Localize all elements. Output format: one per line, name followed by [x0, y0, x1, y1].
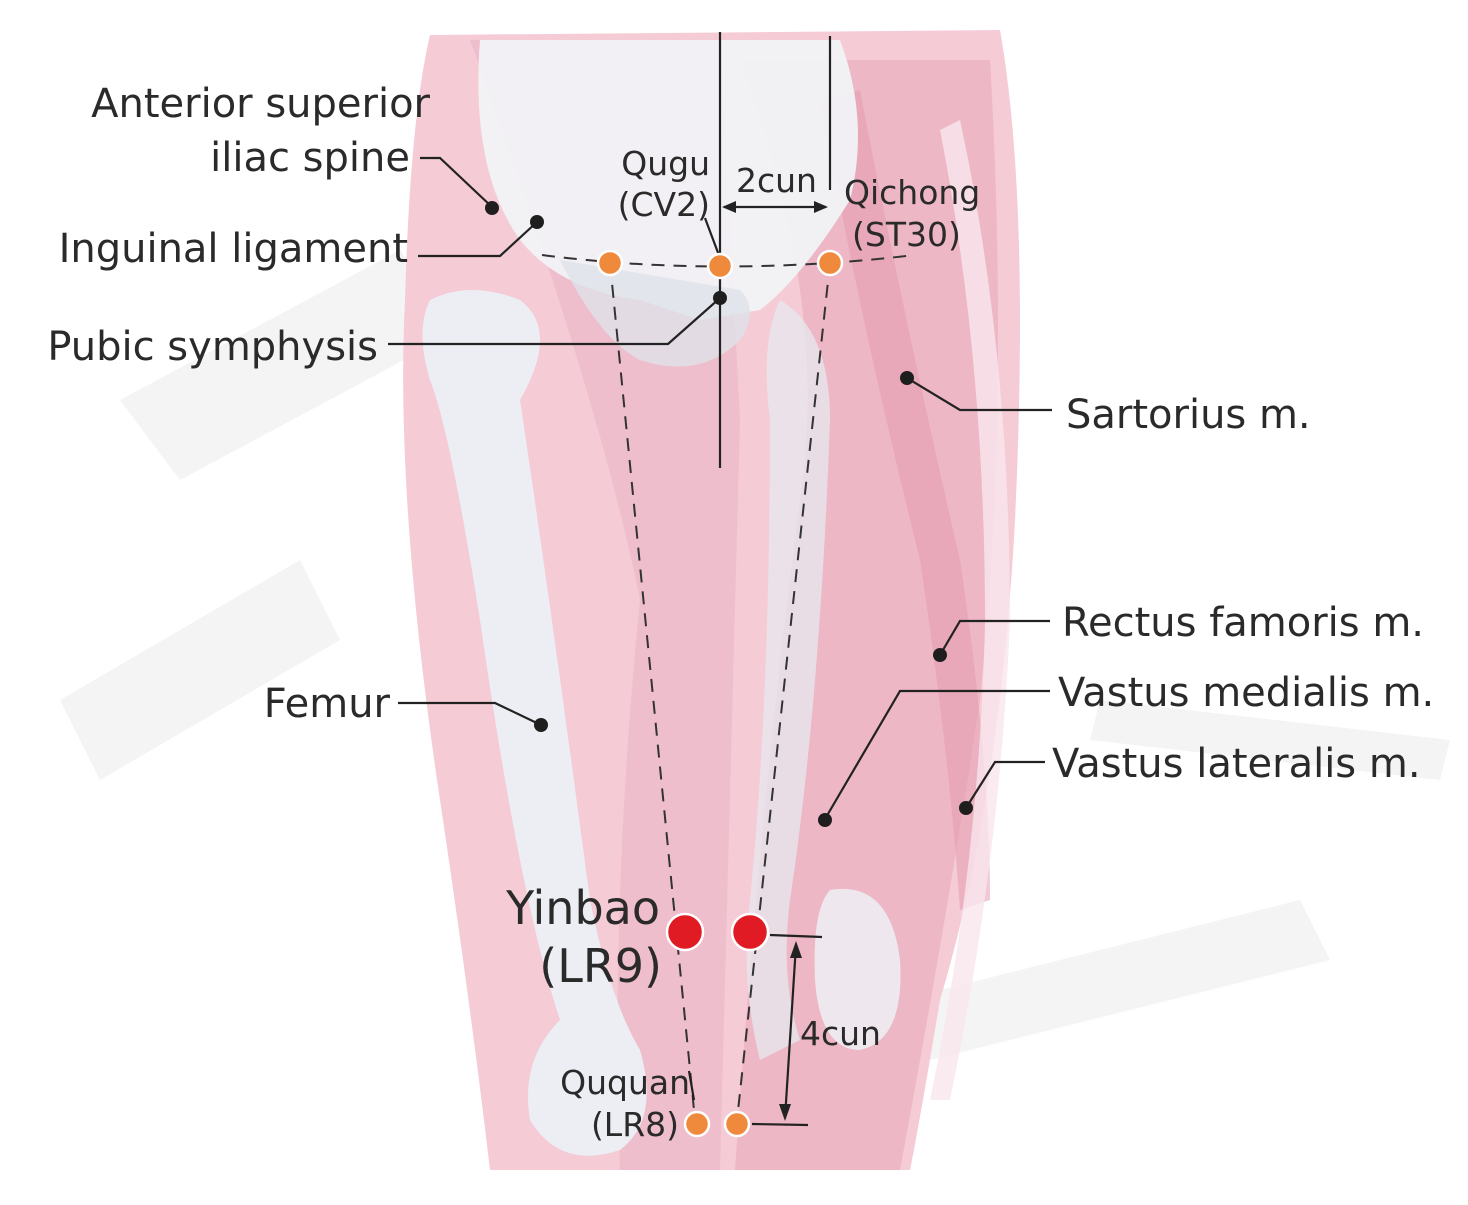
- point-qugu-cv2: [706, 252, 734, 280]
- pelvis-bone: [478, 40, 858, 320]
- right-dashed-guide: [736, 262, 831, 1121]
- point-ququan-left: [683, 1110, 711, 1138]
- rectus-anchor-dot: [933, 648, 947, 662]
- label-rectus-femoris: Rectus famoris m.: [1062, 600, 1424, 646]
- label-qichong-name: Qichong: [844, 173, 980, 212]
- label-inguinal-ligament: Inguinal ligament: [59, 226, 408, 272]
- label-ququan-code: (LR8): [591, 1105, 679, 1144]
- anchor-dots: [485, 201, 973, 827]
- measurement-2cun: 2cun: [722, 161, 828, 213]
- label-qichong-code: (ST30): [852, 215, 961, 254]
- left-dashed-guide: [609, 262, 696, 1121]
- femur-anchor-dot: [534, 718, 548, 732]
- point-yinbao-right: [730, 912, 770, 952]
- label-asis-line1: Anterior superior: [91, 81, 430, 127]
- measurement-2cun-label: 2cun: [736, 161, 817, 200]
- outer-band: [930, 120, 1010, 1100]
- label-ququan-name: Ququan: [560, 1063, 690, 1102]
- label-qugu-code: (CV2): [618, 185, 710, 224]
- point-left-st30: [596, 249, 624, 277]
- vastus-medialis-anchor-dot: [818, 813, 832, 827]
- pelvis-shadow: [560, 260, 750, 367]
- label-femur: Femur: [264, 681, 391, 727]
- right-femur-shadow: [746, 300, 830, 1060]
- point-ququan-right: [723, 1110, 751, 1138]
- label-pubic-symphysis: Pubic symphysis: [47, 324, 378, 370]
- point-yinbao-left: [665, 912, 705, 952]
- sartorius-band: [820, 90, 990, 910]
- right-thigh-muscle: [735, 60, 998, 1170]
- label-vastus-medialis: Vastus medialis m.: [1058, 670, 1434, 716]
- measurement-4cun: 4cun: [751, 933, 881, 1127]
- label-yinbao-code: (LR9): [539, 939, 662, 993]
- inguinal-anchor-dot: [530, 215, 544, 229]
- labels: Anterior superior iliac spine Inguinal l…: [47, 81, 1434, 1144]
- measurement-4cun-label: 4cun: [800, 1014, 881, 1053]
- anatomy: [403, 30, 1020, 1170]
- knee-patch: [814, 888, 901, 1050]
- label-yinbao-name: Yinbao: [505, 881, 660, 935]
- watermark: [60, 250, 1450, 1060]
- vastus-lateralis-anchor-dot: [959, 801, 973, 815]
- point-qichong-st30: [816, 249, 844, 277]
- leader-lines: [388, 156, 1052, 1101]
- sartorius-anchor-dot: [900, 371, 914, 385]
- label-asis-line2: iliac spine: [210, 135, 410, 181]
- label-qugu-name: Qugu: [621, 144, 710, 183]
- label-sartorius: Sartorius m.: [1066, 392, 1311, 438]
- pubic-anchor-dot: [713, 291, 727, 305]
- label-vastus-lateralis: Vastus lateralis m.: [1052, 741, 1421, 787]
- asis-anchor-dot: [485, 201, 499, 215]
- acupoints: [596, 249, 844, 1138]
